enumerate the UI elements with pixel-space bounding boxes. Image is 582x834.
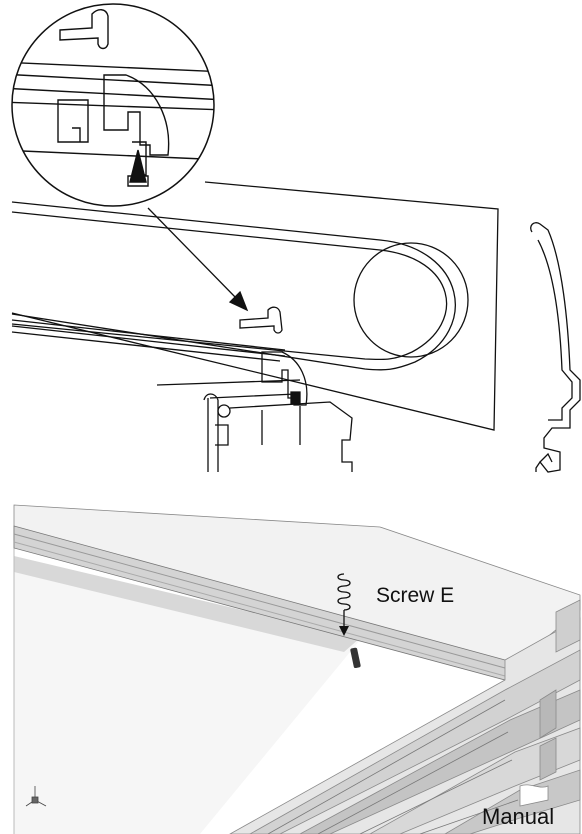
profile-hinge <box>217 404 231 418</box>
mounting-bracket <box>261 351 308 406</box>
frame-profile <box>229 599 581 834</box>
render-3d <box>13 504 581 834</box>
panel-shadow-edge <box>14 556 360 652</box>
lower-profile <box>156 379 353 472</box>
hook-part <box>239 306 283 334</box>
fabric-band-outer <box>11 201 456 371</box>
axis-triad-icon <box>25 786 47 807</box>
side-profile <box>530 222 581 473</box>
cassette-box <box>11 181 499 431</box>
top-section-drawing <box>11 181 499 472</box>
magnified-detail <box>11 3 215 207</box>
profile-side <box>215 424 229 446</box>
screw-e <box>337 573 361 669</box>
fabric-band-inner <box>11 211 448 361</box>
bottom-rail <box>11 319 286 362</box>
screw-e-label: Screw E <box>376 584 455 607</box>
zoom-arrow-line <box>147 207 239 301</box>
zoom-arrow-head <box>228 290 249 312</box>
roller-tube <box>353 242 469 358</box>
manual-watermark: Manual <box>482 804 555 829</box>
